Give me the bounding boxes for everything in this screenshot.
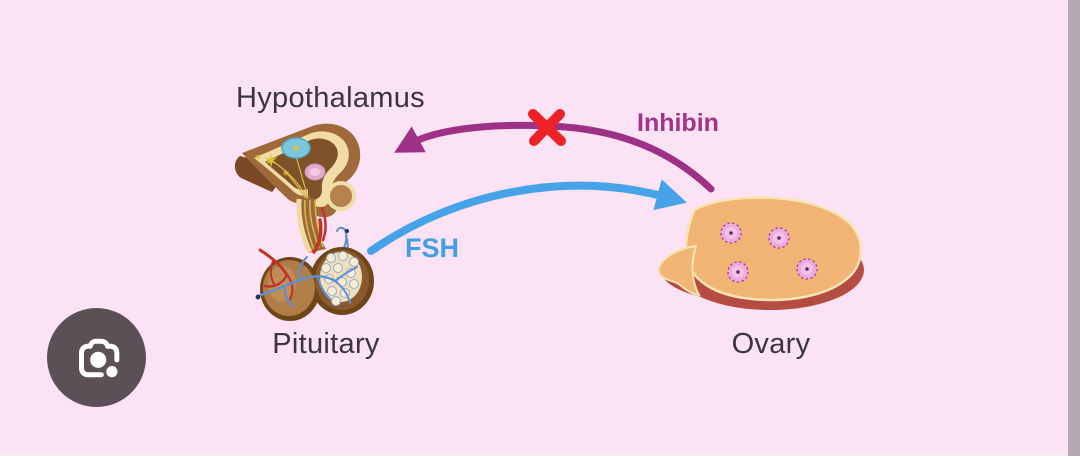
neuron-star-icon: ✶	[263, 151, 280, 173]
bottom-edge-strip	[0, 453, 1068, 456]
neuron-star-icon: ✶	[291, 141, 302, 156]
hypothalamus-label: Hypothalamus	[236, 82, 425, 114]
pituitary-label: Pituitary	[272, 328, 380, 360]
ovary-label: Ovary	[731, 328, 811, 360]
fsh-arrow	[367, 179, 687, 255]
pituitary-illustration: ✶ ✶ ✶ ✶	[234, 123, 374, 321]
inhibin-label: Inhibin	[637, 109, 719, 137]
pituitary-lobes	[255, 247, 374, 321]
blue-vessels	[256, 256, 358, 307]
ovary-illustration	[657, 196, 864, 310]
red-x-icon	[528, 109, 566, 146]
fsh-label: FSH	[405, 233, 459, 263]
google-lens-button[interactable]	[47, 308, 146, 407]
hypothalamus-wedge: ✶ ✶ ✶ ✶	[234, 123, 361, 218]
google-lens-icon	[78, 338, 119, 377]
red-vessels	[258, 248, 294, 301]
neuron-star-icon: ✶	[254, 152, 262, 162]
ovary-follicles	[720, 222, 818, 283]
right-edge-strip	[1068, 0, 1080, 456]
neuron-star-icon: ✶	[281, 168, 290, 180]
